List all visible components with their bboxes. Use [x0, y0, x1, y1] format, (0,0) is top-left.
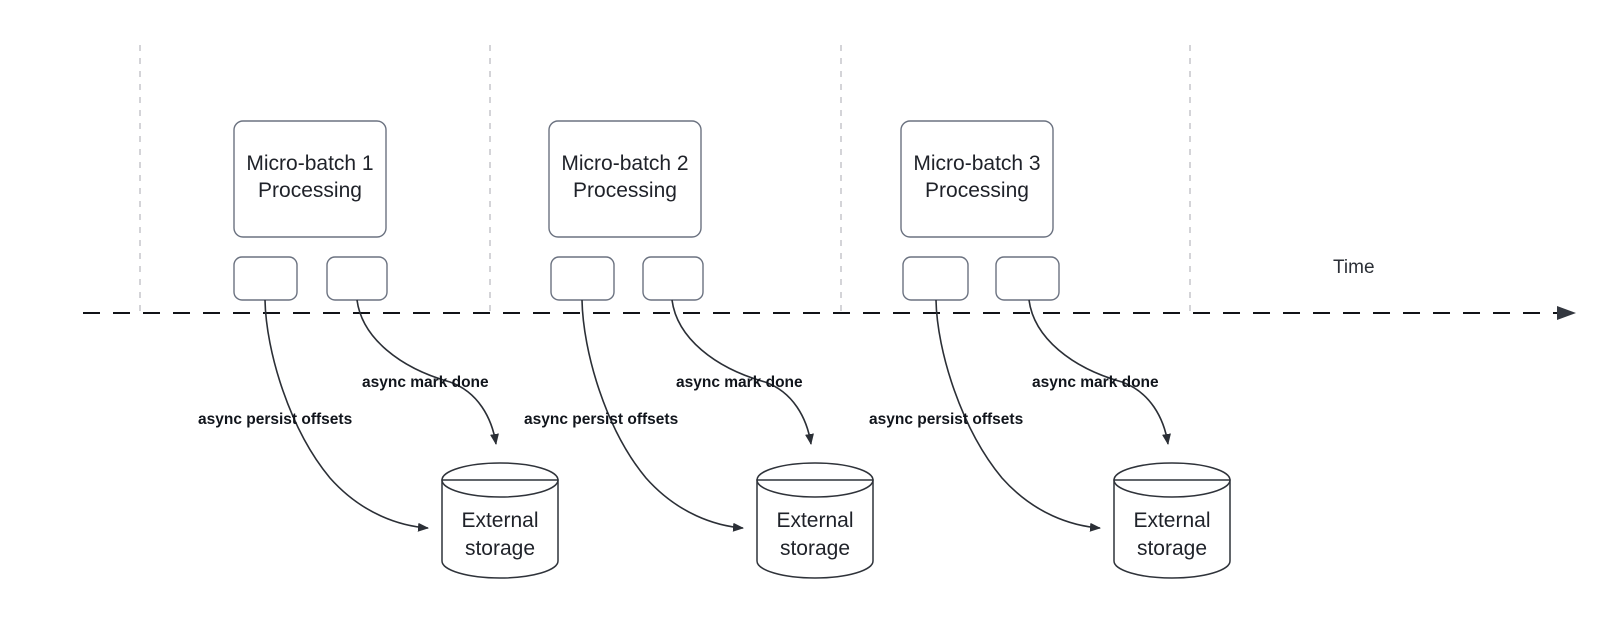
task-box-1b[interactable]	[326, 256, 388, 301]
external-storage-3-top	[1113, 462, 1231, 498]
edge-label-persist-offsets-2: async persist offsets	[524, 411, 678, 428]
external-storage-2-line1: External	[776, 509, 853, 532]
external-storage-2-line2: storage	[780, 537, 850, 560]
edge-label-mark-done-3: async mark done	[1032, 374, 1159, 391]
edge-label-mark-done-2: async mark done	[676, 374, 803, 391]
external-storage-1-body	[441, 479, 559, 579]
task-box-2b[interactable]	[642, 256, 704, 301]
gridlines	[139, 45, 1191, 316]
edge-mark-done-2	[671, 299, 814, 445]
external-storage-1-line1: External	[461, 509, 538, 532]
group-micro-batch-1: Micro-batch 1 Processing async persist o…	[198, 120, 559, 579]
edge-persist-offsets-3	[935, 299, 1101, 532]
time-axis-arrowhead	[1557, 306, 1576, 320]
processing-box-1-line1: Micro-batch 1	[246, 152, 373, 175]
processing-box-2-line2: Processing	[573, 179, 677, 202]
external-storage-3-line2: storage	[1137, 537, 1207, 560]
external-storage-2-body	[756, 479, 874, 579]
processing-box-2[interactable]	[548, 120, 702, 238]
edge-persist-offsets-2	[581, 299, 744, 532]
edge-label-persist-offsets-1: async persist offsets	[198, 411, 352, 428]
time-axis-label: Time	[1333, 257, 1375, 278]
edge-label-mark-done-1: async mark done	[362, 374, 489, 391]
external-storage-3[interactable]: External storage	[1113, 462, 1231, 579]
processing-box-1[interactable]	[233, 120, 387, 238]
processing-box-3-line2: Processing	[925, 179, 1029, 202]
time-axis: Time	[83, 257, 1576, 320]
group-micro-batch-3: Micro-batch 3 Processing async persist o…	[869, 120, 1231, 579]
task-box-1a[interactable]	[233, 256, 298, 301]
edge-label-persist-offsets-3: async persist offsets	[869, 411, 1023, 428]
external-storage-2[interactable]: External storage	[756, 462, 874, 579]
external-storage-1-top	[441, 462, 559, 498]
processing-box-3[interactable]	[900, 120, 1054, 238]
task-box-3b[interactable]	[995, 256, 1060, 301]
external-storage-1[interactable]: External storage	[441, 462, 559, 579]
task-box-2a[interactable]	[550, 256, 615, 301]
external-storage-1-line2: storage	[465, 537, 535, 560]
external-storage-2-top	[756, 462, 874, 498]
processing-box-2-line1: Micro-batch 2	[561, 152, 688, 175]
edge-persist-offsets-1	[264, 299, 429, 532]
group-micro-batch-2: Micro-batch 2 Processing async persist o…	[524, 120, 874, 579]
processing-box-1-line2: Processing	[258, 179, 362, 202]
external-storage-3-line1: External	[1133, 509, 1210, 532]
edge-mark-done-3	[1028, 299, 1171, 445]
external-storage-3-body	[1113, 479, 1231, 579]
task-box-3a[interactable]	[902, 256, 969, 301]
processing-box-3-line1: Micro-batch 3	[913, 152, 1040, 175]
edge-mark-done-1	[356, 299, 499, 445]
